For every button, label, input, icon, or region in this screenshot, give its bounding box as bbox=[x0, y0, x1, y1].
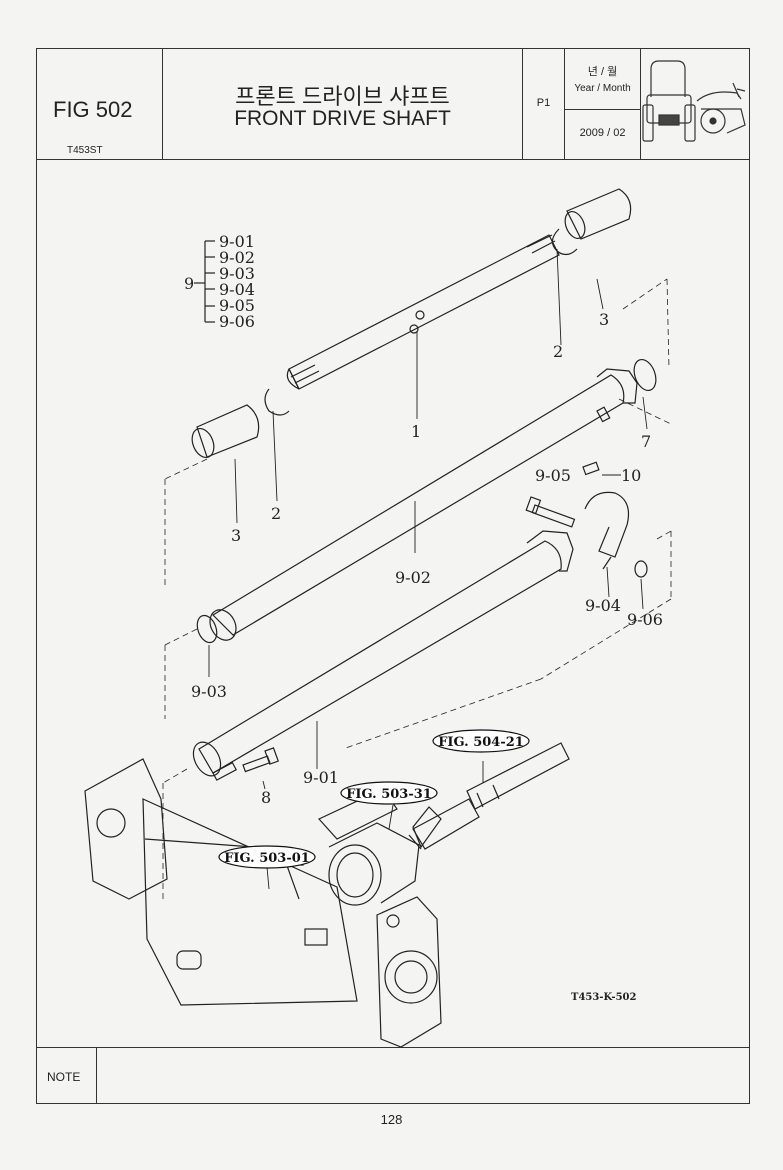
fig-ref-504-21[interactable]: FIG. 504-21 bbox=[432, 729, 530, 753]
group-item: 9-02 bbox=[219, 248, 255, 267]
date-value: 2009 / 02 bbox=[579, 127, 626, 139]
callout-9-02: 9-02 bbox=[395, 568, 431, 587]
exploded-view-diagram: 9 9-01 9-02 9-03 9-04 9-05 9-06 1 2 3 2 … bbox=[37, 159, 749, 1048]
year-month-english: Year / Month bbox=[574, 83, 631, 94]
title-block: FIG 502 T453ST 프론트 드라이브 샤프트 FRONT DRIVE … bbox=[37, 49, 749, 160]
callout-3: 3 bbox=[231, 526, 241, 545]
title-cell: 프론트 드라이브 샤프트 FRONT DRIVE SHAFT bbox=[163, 49, 523, 159]
title-korean: 프론트 드라이브 샤프트 bbox=[235, 84, 450, 109]
callout-10: 10 bbox=[621, 466, 641, 485]
o-ring-lower bbox=[196, 614, 218, 644]
page-code: P1 bbox=[536, 97, 551, 109]
parts-drawing: 9 9-01 9-02 9-03 9-04 9-05 9-06 1 2 3 2 … bbox=[84, 188, 674, 1048]
callout-9-06: 9-06 bbox=[627, 610, 663, 629]
year-month-korean: 년 / 월 bbox=[587, 66, 618, 78]
callout-2: 2 bbox=[271, 504, 281, 523]
coupling-sleeve-lower bbox=[191, 404, 260, 459]
group-item: 9-01 bbox=[219, 232, 255, 251]
callout-8: 8 bbox=[261, 788, 271, 807]
page-number: 128 bbox=[380, 1112, 403, 1127]
callout-9-03: 9-03 bbox=[191, 682, 227, 701]
date-cell: 년 / 월 Year / Month 2009 / 02 bbox=[565, 49, 641, 159]
group-item: 9-03 bbox=[219, 264, 255, 283]
fig-ref-503-31[interactable]: FIG. 503-31 bbox=[340, 781, 438, 805]
fig-ref-text: FIG. 503-01 bbox=[224, 851, 310, 866]
note-label-cell: NOTE bbox=[37, 1048, 97, 1104]
callout-7: 7 bbox=[641, 432, 651, 451]
fig-cell: FIG 502 T453ST bbox=[37, 49, 163, 159]
tractor-icon bbox=[642, 60, 746, 142]
group-item: 9-04 bbox=[219, 280, 255, 299]
model-label: T453ST bbox=[67, 145, 103, 156]
bolt-8 bbox=[242, 747, 280, 773]
group-label: 9 bbox=[184, 274, 194, 293]
note-label: NOTE bbox=[47, 1070, 81, 1084]
callout-9-05: 9-05 bbox=[535, 466, 571, 485]
clamp-assembly bbox=[525, 461, 648, 578]
pinion-shaft bbox=[408, 742, 570, 850]
fig-label: FIG 502 bbox=[53, 97, 133, 122]
note-row: NOTE bbox=[37, 1047, 749, 1104]
group-item: 9-05 bbox=[219, 296, 255, 315]
snap-ring-lower bbox=[264, 388, 290, 416]
spline-shaft bbox=[286, 234, 560, 390]
callout-3: 3 bbox=[599, 310, 609, 329]
date-divider bbox=[565, 109, 640, 110]
fig-ref-503-01[interactable]: FIG. 503-01 bbox=[218, 845, 316, 869]
page-code-cell: P1 bbox=[523, 49, 565, 159]
callout-2: 2 bbox=[553, 342, 563, 361]
bearing-housing bbox=[318, 788, 420, 906]
drawing-code: T453-K-502 bbox=[571, 992, 636, 1003]
callout-9-01: 9-01 bbox=[303, 768, 339, 787]
leader-lines bbox=[208, 248, 648, 890]
inner-tube bbox=[192, 530, 574, 781]
outer-tube bbox=[209, 368, 638, 641]
snap-ring-upper bbox=[551, 228, 578, 256]
callout-9-04: 9-04 bbox=[585, 596, 621, 615]
tractor-icon-cell bbox=[641, 49, 749, 159]
group-item: 9-06 bbox=[219, 312, 255, 331]
fig-ref-text: FIG. 503-31 bbox=[346, 787, 432, 802]
callout-1: 1 bbox=[411, 422, 421, 441]
o-ring-upper bbox=[633, 358, 657, 392]
group-bracket bbox=[194, 240, 215, 323]
title-english: FRONT DRIVE SHAFT bbox=[234, 107, 451, 130]
fig-ref-text: FIG. 504-21 bbox=[438, 735, 524, 750]
page-frame: FIG 502 T453ST 프론트 드라이브 샤프트 FRONT DRIVE … bbox=[36, 48, 750, 1104]
coupling-sleeve-upper bbox=[564, 188, 632, 240]
alignment-lines bbox=[162, 278, 674, 899]
